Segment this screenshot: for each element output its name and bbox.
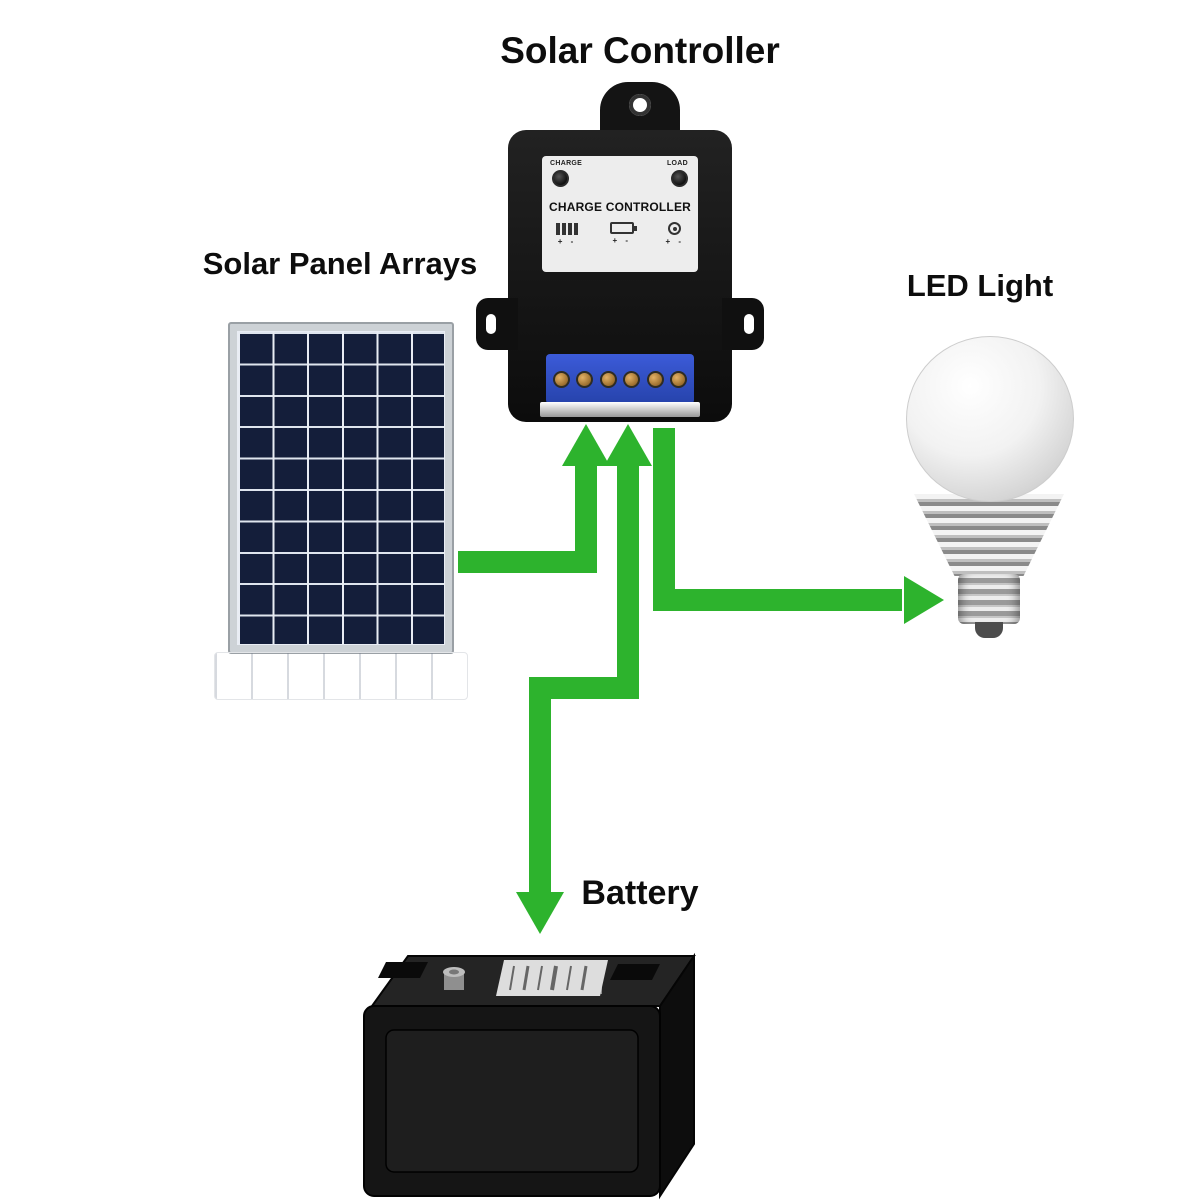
solar-panel-stand <box>214 652 468 700</box>
charge-led-indicator <box>552 170 569 187</box>
controller-faceplate: CHARGE LOAD CHARGE CONTROLLER + - + - + … <box>542 156 698 272</box>
polarity-marks: + - <box>612 236 631 245</box>
terminal-screw <box>599 370 617 388</box>
charge-led-label: CHARGE <box>550 160 583 167</box>
terminal-screw <box>646 370 664 388</box>
terminal-screw <box>670 370 688 388</box>
battery-front-panel <box>385 1029 639 1173</box>
solar-input-icon-group: + - <box>556 222 578 246</box>
terminal-screw <box>576 370 594 388</box>
battery-image <box>363 952 696 1200</box>
led-bulb-screw-base <box>958 574 1020 624</box>
load-led-label: LOAD <box>666 160 688 167</box>
terminal-screw <box>623 370 641 388</box>
solar-controller-label: Solar Controller <box>500 30 780 71</box>
charge-controller-title: CHARGE CONTROLLER <box>548 200 692 214</box>
solar-panel-cells <box>237 331 445 645</box>
polarity-marks: + - <box>557 237 577 246</box>
load-terminal-icon-group: + - <box>665 222 684 246</box>
controller-mount-tab-right <box>722 298 764 350</box>
led-bulb-dome <box>906 336 1074 502</box>
battery-icon <box>609 222 637 234</box>
gauge-icon <box>556 222 578 235</box>
battery-label: Battery <box>581 874 699 912</box>
controller-mount-tab-left <box>476 298 518 350</box>
terminal-screw <box>552 370 570 388</box>
led-light-label: LED Light <box>906 268 1054 303</box>
led-bulb-contact-tip <box>975 622 1003 638</box>
battery-handle-left <box>378 962 428 978</box>
solar-panel-arrays-label: Solar Panel Arrays <box>202 246 478 281</box>
controller-bottom-strip <box>540 402 700 417</box>
load-icon <box>668 222 682 235</box>
arrow-panel-to-controller <box>458 424 610 573</box>
terminal-block <box>546 354 694 404</box>
battery-terminal-icon-group: + - <box>609 222 637 246</box>
battery-handle-right <box>610 964 660 980</box>
arrow-controller-to-led <box>653 428 944 624</box>
solar-panel <box>228 322 454 654</box>
load-led-indicator <box>671 170 688 187</box>
battery-terminal-left <box>443 967 465 990</box>
led-bulb-heatsink <box>914 494 1064 576</box>
battery-label-sticker <box>496 960 608 996</box>
polarity-marks: + - <box>665 237 684 246</box>
arrow-battery-to-controller <box>516 424 652 934</box>
controller-icon-row: + - + - + - <box>542 222 698 246</box>
